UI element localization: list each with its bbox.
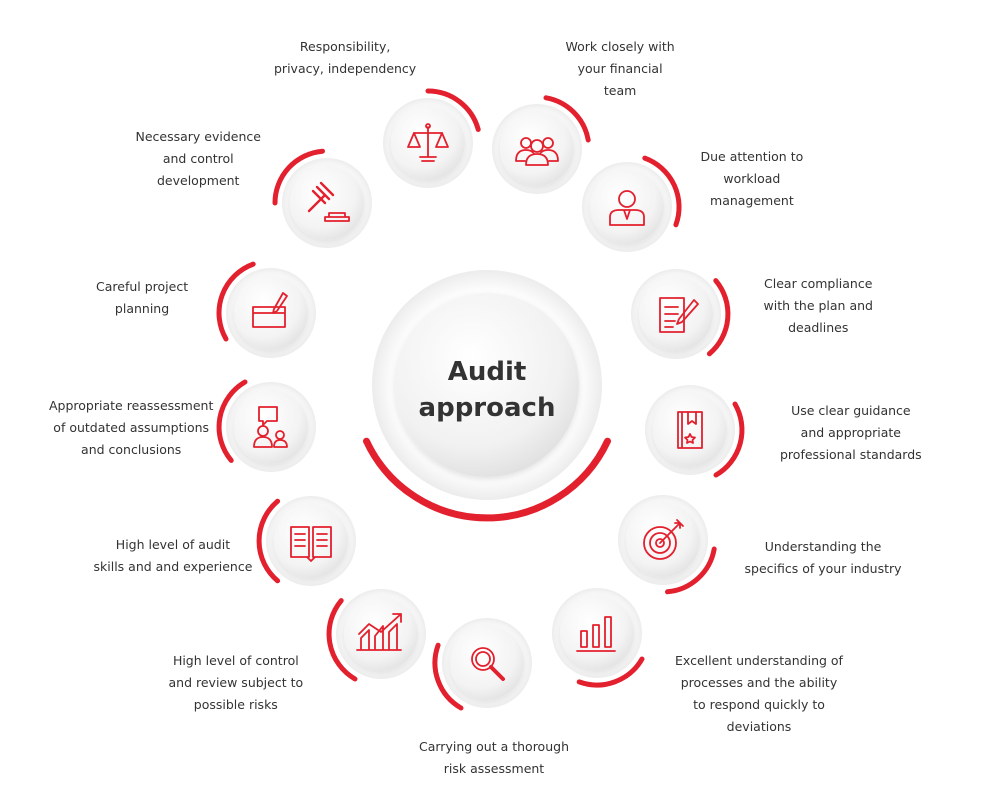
person-icon	[609, 190, 645, 226]
gavel-icon	[307, 181, 350, 222]
node-processes	[552, 588, 645, 688]
node-label-control-review: High level of control and review subject…	[168, 653, 304, 712]
node-reassessment	[216, 379, 316, 472]
node-circle	[500, 112, 574, 186]
center-accent-arc	[363, 437, 611, 522]
node-label-risk-assessment: Carrying out a thorough risk assessment	[419, 739, 569, 776]
magnifier-icon	[471, 647, 505, 681]
center-title-line2: approach	[419, 393, 556, 423]
node-financial-team	[492, 95, 591, 194]
book-bookmark-icon	[677, 411, 703, 449]
document-pen-icon	[659, 297, 699, 333]
node-audit-skills	[256, 496, 356, 586]
scales-icon	[407, 123, 449, 162]
node-label-reassessment: Appropriate reassessment of outdated ass…	[49, 398, 214, 457]
node-circle	[450, 626, 524, 700]
center-title-line1: Audit	[448, 357, 527, 387]
bar-chart-icon	[576, 616, 616, 652]
node-label-financial-team: Work closely with your financial team	[565, 39, 675, 98]
node-accent-arc	[543, 95, 591, 143]
nodes-layer	[216, 88, 745, 711]
node-accent-arc	[665, 546, 717, 595]
node-circle	[344, 597, 418, 671]
node-evidence	[272, 148, 372, 248]
laptop-pen-icon	[252, 292, 288, 328]
node-circle	[560, 596, 634, 670]
node-workload	[582, 155, 682, 252]
center-node: Audit approach	[363, 270, 611, 522]
node-circle	[653, 393, 727, 467]
node-accent-arc	[713, 401, 745, 478]
node-accent-arc	[272, 148, 325, 206]
growth-chart-icon	[356, 613, 402, 651]
node-label-workload: Due attention to workload management	[700, 149, 804, 208]
center-circle	[395, 293, 579, 477]
node-accent-arc	[706, 278, 731, 357]
node-label-planning: Careful project planning	[96, 279, 189, 316]
discussion-icon	[253, 406, 288, 448]
node-label-processes: Excellent understanding of processes and…	[675, 653, 843, 734]
node-label-compliance: Clear compliance with the plan and deadl…	[763, 276, 873, 335]
node-accent-arc	[642, 155, 682, 228]
node-accent-arc	[216, 261, 256, 342]
node-accent-arc	[576, 656, 645, 688]
node-circle	[234, 390, 308, 464]
node-label-guidance: Use clear guidance and appropriate profe…	[780, 403, 922, 462]
node-risk-assessment	[432, 618, 532, 711]
node-accent-arc	[326, 598, 358, 682]
node-label-industry: Understanding the specifics of your indu…	[744, 539, 902, 576]
team-icon	[515, 137, 559, 166]
target-icon	[643, 519, 684, 560]
node-industry	[618, 495, 717, 595]
node-accent-arc	[256, 498, 281, 584]
open-book-icon	[290, 526, 332, 562]
node-guidance	[645, 385, 745, 478]
node-label-responsibility: Responsibility, privacy, independency	[274, 39, 417, 76]
node-accent-arc	[432, 642, 464, 711]
node-label-evidence: Necessary evidence and control developme…	[135, 129, 261, 188]
node-control-review	[326, 589, 426, 682]
node-accent-arc	[425, 88, 481, 132]
node-compliance	[631, 269, 731, 359]
node-responsibility	[383, 88, 481, 188]
node-circle	[290, 166, 364, 240]
node-accent-arc	[216, 379, 248, 463]
node-circle	[274, 504, 348, 578]
node-planning	[216, 261, 316, 358]
node-label-audit-skills: High level of audit skills and and exper…	[93, 537, 253, 574]
